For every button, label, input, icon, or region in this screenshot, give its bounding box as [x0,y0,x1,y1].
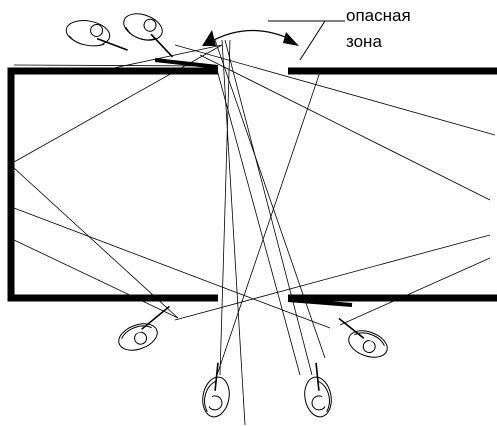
sight-line [13,239,179,319]
danger-zone-marker [202,20,345,61]
shooter-kneeling-icon [304,362,332,418]
sight-line [174,44,496,136]
shooter-prone-icon [123,13,174,58]
room-wall-left [7,67,218,302]
sight-line [199,54,491,201]
danger-zone-arc [209,29,293,43]
shooter-prone-icon [65,20,128,51]
arrow-left-icon [202,30,216,46]
sight-line [221,39,246,426]
arrow-right-icon [283,32,299,46]
sight-lines [13,39,496,426]
sight-line [13,64,216,67]
danger-zone-leader-1 [268,20,326,61]
danger-zone-label-line1: опасная [346,6,411,25]
bottom-door-leaf [287,298,353,307]
shooter-kneeling-icon [118,305,170,351]
sight-line [174,234,491,321]
danger-zone-label-line2: зона [346,32,382,51]
sight-line [13,207,331,329]
sight-line [215,65,301,376]
sight-line [224,39,313,376]
shooter-kneeling-icon [338,317,388,358]
sight-line [339,257,491,326]
shooter-kneeling-icon [202,362,230,418]
sight-line [219,39,231,376]
room-walls [7,67,497,302]
sight-line [216,71,321,376]
top-door-leaf [154,58,219,69]
sight-line [13,167,179,319]
sight-line [214,39,326,359]
